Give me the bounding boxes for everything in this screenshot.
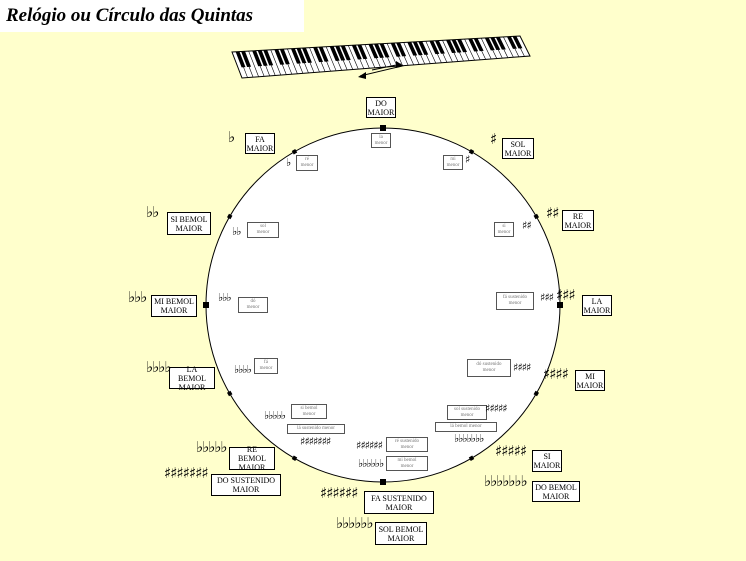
signature-fa-maior: ♭ (228, 128, 235, 146)
signature-si-bemol-maior: ♭♭ (146, 203, 159, 221)
hour-marker (291, 455, 298, 462)
hour-marker (468, 455, 475, 462)
major-key-sol: SOL MAIOR (502, 138, 534, 159)
minor-key-la: la menor (371, 133, 391, 148)
signature-mi-bemol-maior: ♭♭♭ (128, 288, 147, 306)
signature-si-maior: ♯♯♯♯♯ (495, 442, 527, 460)
major-key-do-bemol: DO BEMOL MAIOR (532, 481, 580, 502)
signature-mi-maior: ♯♯♯♯ (543, 365, 569, 383)
signature-fa-sustenido-maior: ♯♯♯♯♯♯ (320, 484, 359, 502)
hour-marker (557, 302, 563, 308)
major-key-do: DO MAIOR (366, 97, 396, 118)
minor-key-fa-sustenido: fá sustenido menor (496, 292, 534, 310)
hour-marker (468, 148, 475, 155)
hour-marker (291, 148, 298, 155)
signature-la-sustenido-menor: ♯♯♯♯♯♯♯ (300, 435, 331, 448)
signature-sol-sustenido-menor: ♯♯♯♯♯ (485, 402, 508, 415)
major-key-mi-bemol: MI BEMOL MAIOR (151, 295, 197, 317)
signature-si-bemol-menor: ♭♭♭♭♭ (264, 409, 286, 422)
hour-marker (226, 390, 233, 397)
minor-key-si-bemol: si bemol menor (291, 404, 327, 419)
minor-key-la-bemol: lá bemol menor (435, 422, 497, 432)
signature-re-sustenido-menor: ♯♯♯♯♯♯ (356, 439, 383, 452)
signature-do-bemol-maior: ♭♭♭♭♭♭♭ (484, 472, 528, 490)
minor-key-sol-sustenido: sol sustenido menor (447, 405, 487, 420)
hour-marker (533, 213, 540, 220)
minor-key-do-sustenido: dó sustenido menor (467, 359, 511, 377)
signature-re-menor: ♭ (286, 156, 291, 169)
minor-key-sol: sol menor (247, 222, 279, 238)
piano-keyboard-icon (231, 35, 531, 79)
signature-mi-bemol-menor: ♭♭♭♭♭♭ (358, 457, 384, 470)
signature-sol-menor: ♭♭ (232, 225, 241, 238)
signature-do-menor: ♭♭♭ (218, 291, 232, 304)
double-arrow-icon (358, 61, 404, 79)
page-title: Relógio ou Círculo das Quintas (0, 0, 304, 32)
signature-re-maior: ♯♯ (546, 204, 559, 222)
hour-marker (533, 390, 540, 397)
hour-marker (203, 302, 209, 308)
signature-la-bemol-maior: ♭♭♭♭ (146, 358, 171, 376)
minor-key-si: si menor (494, 222, 514, 237)
major-key-la-bemol: LA BEMOL MAIOR (169, 365, 215, 392)
major-key-re: RE MAIOR (562, 210, 594, 231)
major-key-fa-sustenido: FA SUSTENIDO MAIOR (364, 491, 434, 514)
signature-fa-sustenido-menor: ♯♯♯ (540, 291, 554, 304)
major-key-si-bemol: SI BEMOL MAIOR (167, 212, 211, 235)
hour-markers (203, 125, 563, 485)
signature-sol-maior: ♯ (490, 130, 497, 148)
signature-sol-bemol-maior: ♭♭♭♭♭♭ (336, 514, 373, 532)
signature-si-menor: ♯♯ (522, 219, 532, 232)
signature-la-maior: ♯♯♯ (556, 286, 576, 304)
minor-key-re: ré menor (296, 155, 318, 171)
hour-marker (226, 213, 233, 220)
minor-key-mi: mi menor (443, 155, 463, 170)
major-key-re-bemol: RE BEMOL MAIOR (229, 445, 275, 472)
minor-key-fa: fá menor (254, 358, 278, 374)
signature-fa-menor: ♭♭♭♭ (234, 363, 252, 376)
signature-do-sustenido-menor: ♯♯♯♯ (513, 361, 531, 374)
major-key-la: LA MAIOR (582, 295, 612, 316)
minor-key-do: dó menor (238, 297, 268, 313)
major-key-sol-bemol: SOL BEMOL MAIOR (375, 522, 427, 545)
hour-marker (380, 125, 386, 131)
major-key-do-sustenido: DO SUSTENIDO MAIOR (211, 474, 281, 496)
signature-re-bemol-maior: ♭♭♭♭♭ (196, 438, 227, 456)
major-key-mi: MI MAIOR (575, 370, 605, 391)
major-key-si: SI MAIOR (532, 450, 562, 472)
minor-key-la-sustenido: lá sustenido menor (287, 424, 345, 434)
minor-key-re-sustenido: ré sustenido menor (386, 437, 428, 452)
signature-do-sustenido-maior: ♯♯♯♯♯♯♯ (164, 464, 209, 482)
major-key-fa: FA MAIOR (245, 133, 275, 154)
signature-la-bemol-menor: ♭♭♭♭♭♭♭ (454, 432, 484, 445)
hour-marker (380, 479, 386, 485)
signature-mi-menor: ♯ (465, 153, 470, 166)
minor-key-mi-bemol: mi bemol menor (386, 456, 428, 471)
